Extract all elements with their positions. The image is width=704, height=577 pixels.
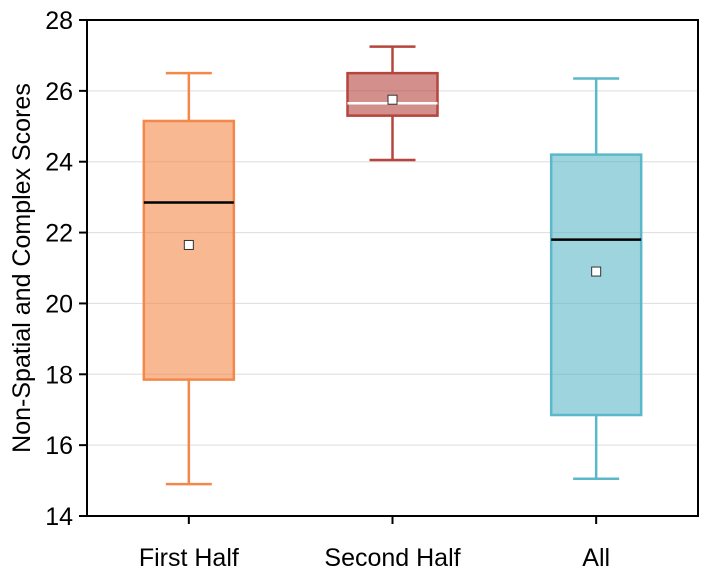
y-axis-label: Non-Spatial and Complex Scores [8,83,36,453]
box-group [549,77,643,481]
y-axis: 14 16 18 20 22 24 26 28 [45,7,87,531]
box-group [346,45,439,162]
x-tick-label: Second Half [324,544,460,572]
mean-marker [387,94,398,105]
mean-marker [591,266,602,277]
y-tick-label: 14 [45,503,73,531]
box-iqr [346,71,439,117]
x-axis: First Half Second Half All [139,516,610,572]
mean-marker [183,239,194,250]
box-group [142,71,236,486]
y-tick-label: 28 [45,7,73,35]
y-tick-label: 24 [45,149,73,177]
y-tick-label: 20 [45,290,73,318]
y-tick-label: 18 [45,361,73,389]
y-tick-label: 22 [45,220,73,248]
x-tick-label: All [582,544,610,572]
box-iqr [549,153,643,417]
y-tick-label: 16 [45,432,73,460]
box-iqr [142,119,236,381]
box-series [142,45,643,486]
x-tick-label: First Half [139,544,239,572]
y-tick-label: 26 [45,78,73,106]
